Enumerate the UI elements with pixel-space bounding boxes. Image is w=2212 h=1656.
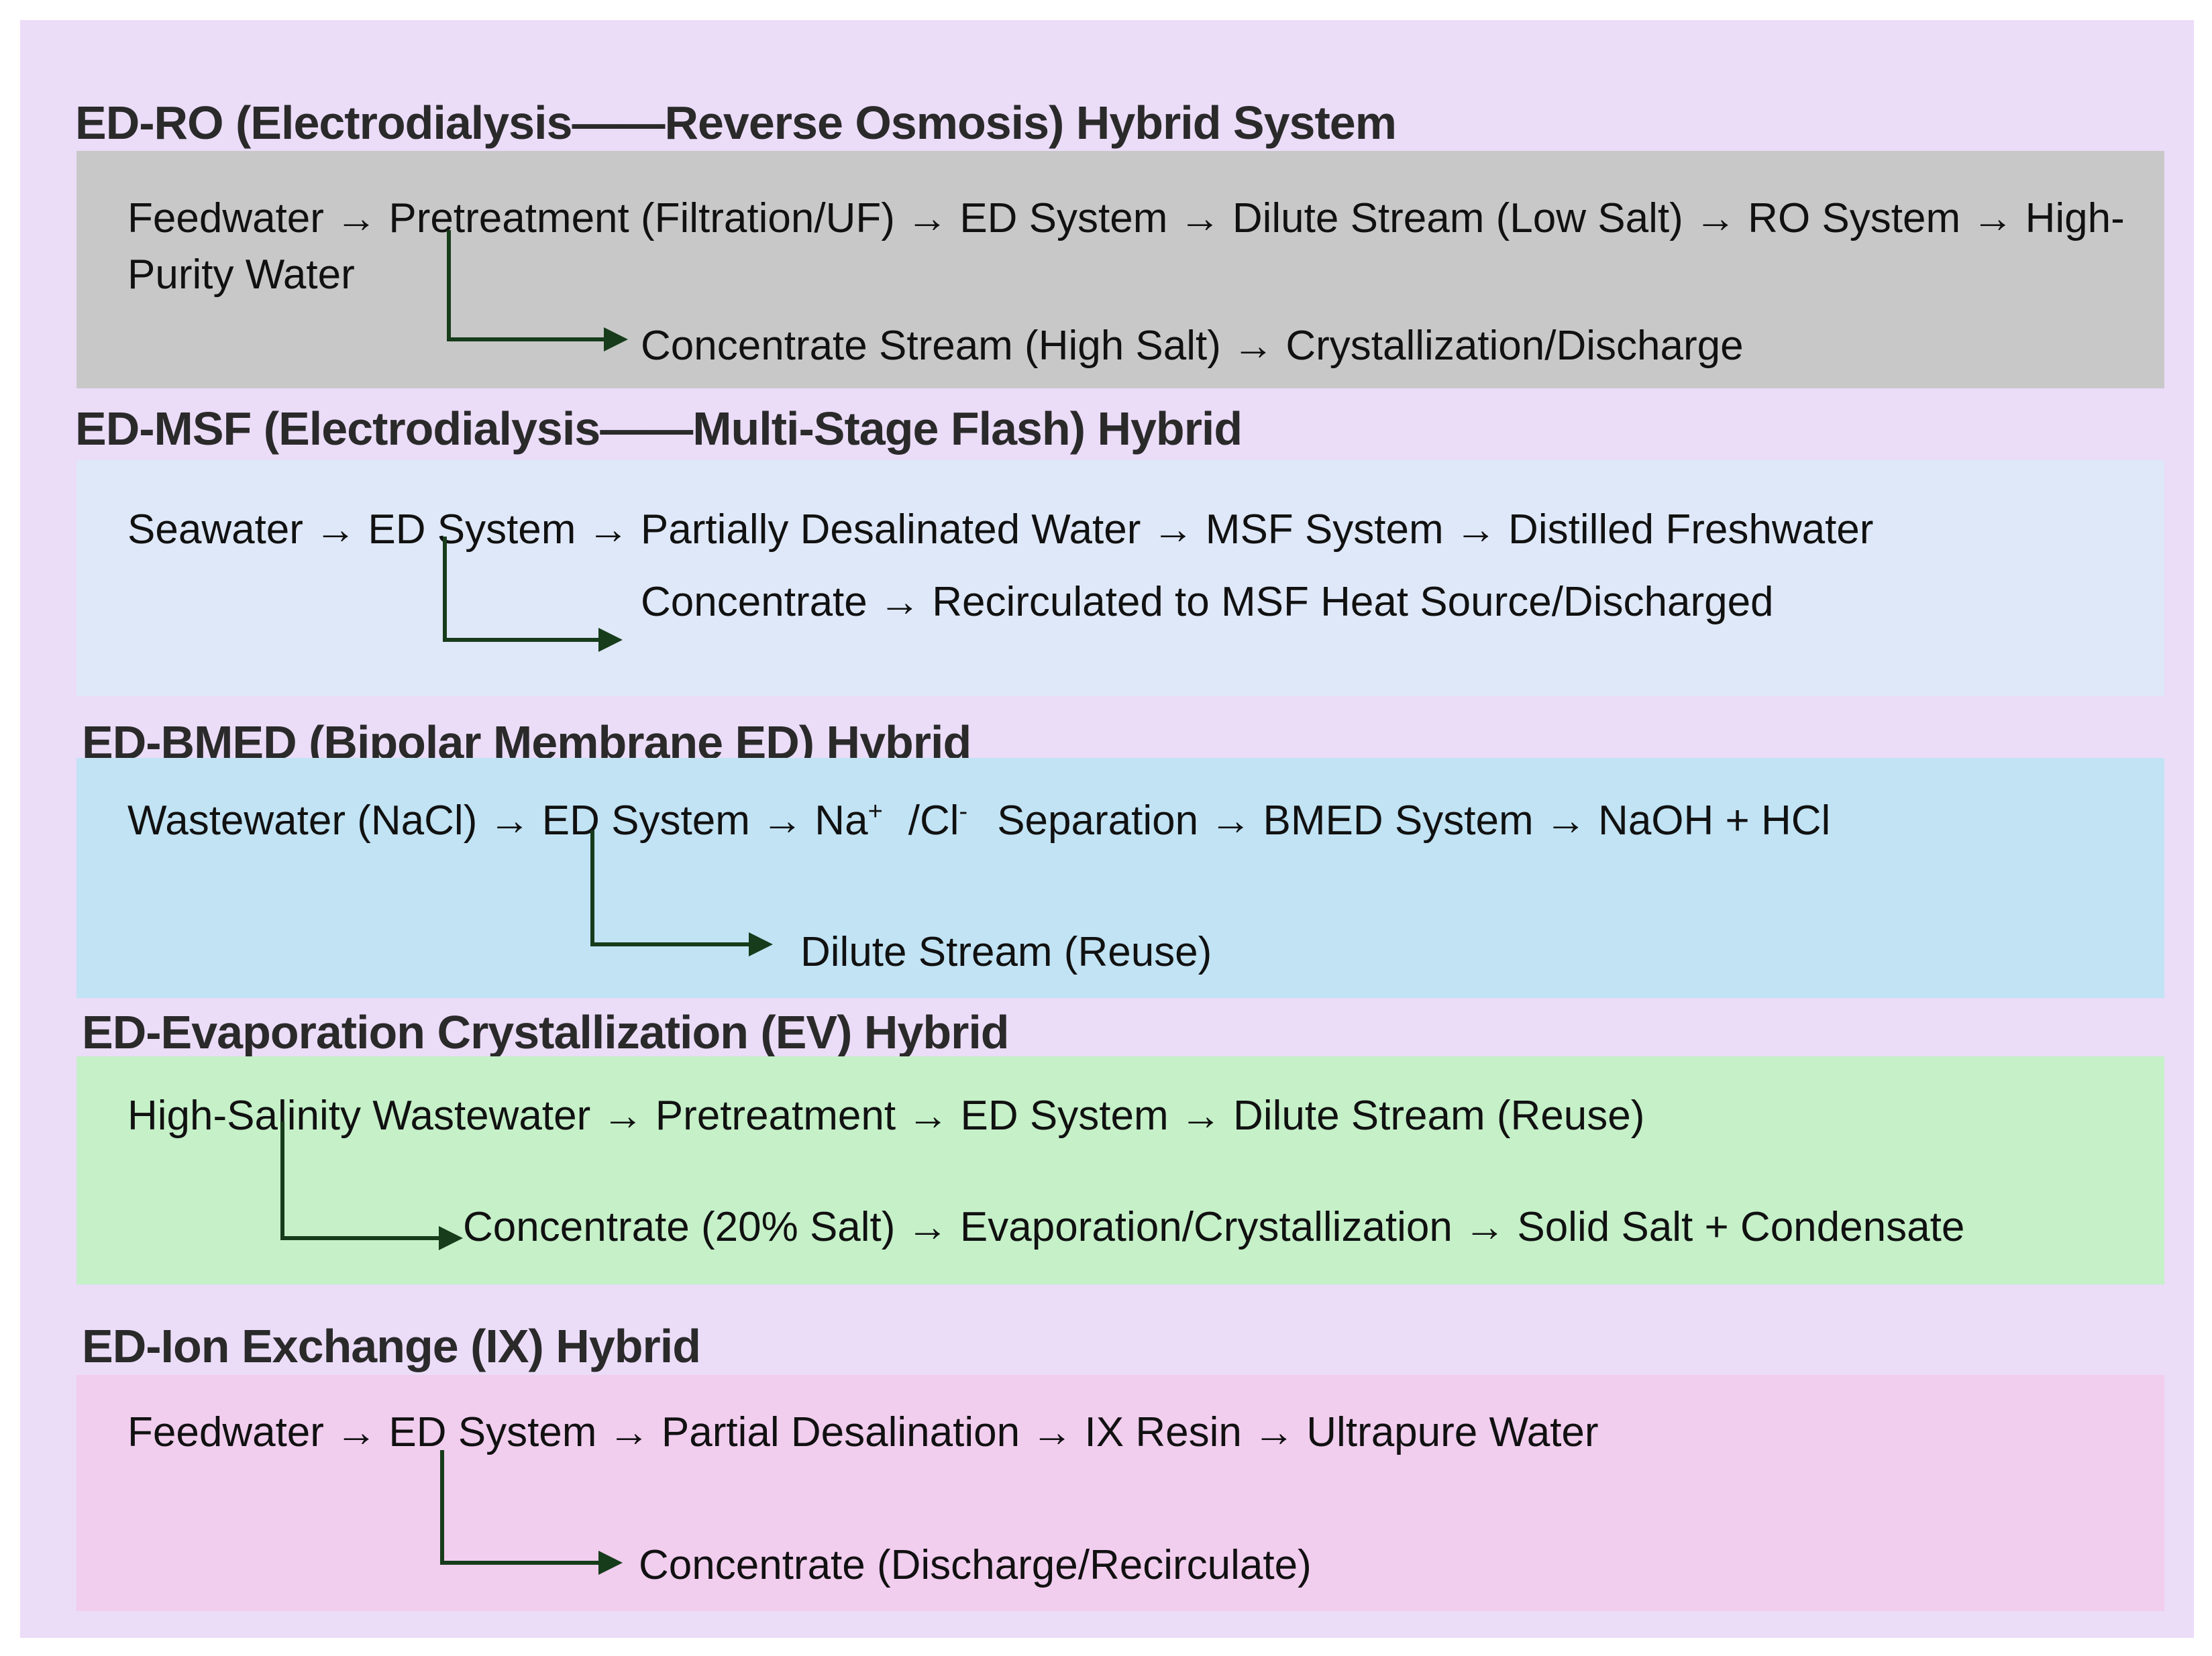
- ed-bmed-main-flow-part3: Separation → BMED System → NaOH + HCl: [997, 797, 1831, 844]
- ed-ev-branch-flow: Concentrate (20% Salt) → Evaporation/Cry…: [463, 1204, 1965, 1250]
- panel-ed-msf: [76, 460, 2164, 696]
- section-title-ed-ev: ED-Evaporation Crystallization (EV) Hybr…: [82, 1006, 1010, 1058]
- ed-msf-main-flow: Seawater → ED System → Partially Desalin…: [127, 506, 1874, 553]
- panel-ed-ix: [76, 1375, 2164, 1611]
- ed-ix-main-flow: Feedwater → ED System → Partial Desalina…: [127, 1409, 1599, 1455]
- section-title-ed-ro: ED-RO (Electrodialysis——Reverse Osmosis)…: [75, 97, 1397, 149]
- panel-ed-ro: [76, 151, 2164, 388]
- ed-bmed-main-flow: Wastewater (NaCl) → ED System → Na+ /Cl-S…: [127, 793, 1830, 849]
- ed-ro-branch-flow: Concentrate Stream (High Salt) → Crystal…: [641, 323, 1744, 369]
- ed-bmed-branch-flow: Dilute Stream (Reuse): [800, 929, 1212, 975]
- ed-msf-branch-flow: Concentrate → Recirculated to MSF Heat S…: [641, 579, 1774, 625]
- ed-bmed-main-flow-part1: Wastewater (NaCl) → ED System → Na: [127, 797, 868, 844]
- section-title-ed-ix: ED-Ion Exchange (IX) Hybrid: [82, 1320, 701, 1372]
- ed-ro-main-flow: Feedwater → Pretreatment (Filtration/UF)…: [127, 195, 2125, 298]
- panel-ed-bmed: [76, 758, 2164, 998]
- ed-bmed-main-flow-part2: /Cl: [908, 797, 959, 844]
- ed-ev-main-flow: High-Salinity Wastewater → Pretreatment …: [127, 1093, 1645, 1139]
- section-title-ed-msf: ED-MSF (Electrodialysis——Multi-Stage Fla…: [75, 402, 1243, 455]
- chloride-ion-charge: -: [959, 797, 968, 826]
- ed-ix-branch-flow: Concentrate (Discharge/Recirculate): [639, 1542, 1312, 1588]
- sodium-ion-charge: +: [867, 797, 883, 826]
